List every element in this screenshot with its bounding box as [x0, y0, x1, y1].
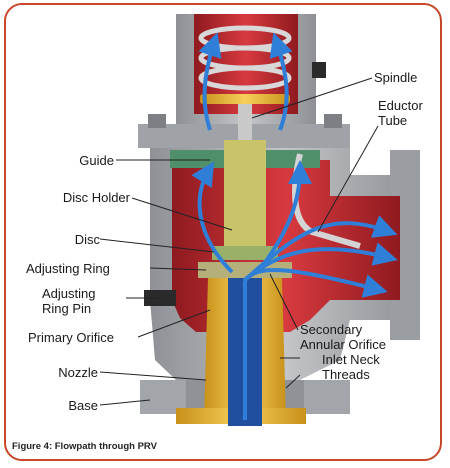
label-eductor-tube: Eductor Tube: [378, 98, 423, 128]
spring-washer: [200, 94, 290, 104]
label-primary-orifice: Primary Orifice: [28, 330, 114, 345]
leader-lines: [99, 77, 379, 406]
adjusting-ring: [198, 262, 292, 278]
label-disc-holder: Disc Holder: [62, 190, 130, 205]
label-disc: Disc: [74, 232, 100, 247]
label-adjusting-ring: Adjusting Ring: [26, 261, 110, 276]
flow-arrows: [191, 32, 398, 420]
adjusting-ring-pin: [144, 290, 176, 306]
label-inlet-neck-threads: Inlet Neck Threads: [322, 352, 380, 382]
label-secondary-annular-orifice: Secondary Annular Orifice: [300, 322, 386, 352]
disc-holder: [224, 140, 266, 250]
disc: [212, 246, 278, 260]
label-adjusting-ring-pin: Adjusting Ring Pin: [42, 286, 96, 316]
figure-caption: Figure 4: Flowpath through PRV: [12, 441, 157, 452]
bonnet-bolt: [312, 62, 326, 78]
label-guide: Guide: [79, 153, 114, 168]
label-spindle: Spindle: [374, 70, 418, 85]
label-base: Base: [68, 398, 98, 413]
label-nozzle: Nozzle: [58, 365, 98, 380]
